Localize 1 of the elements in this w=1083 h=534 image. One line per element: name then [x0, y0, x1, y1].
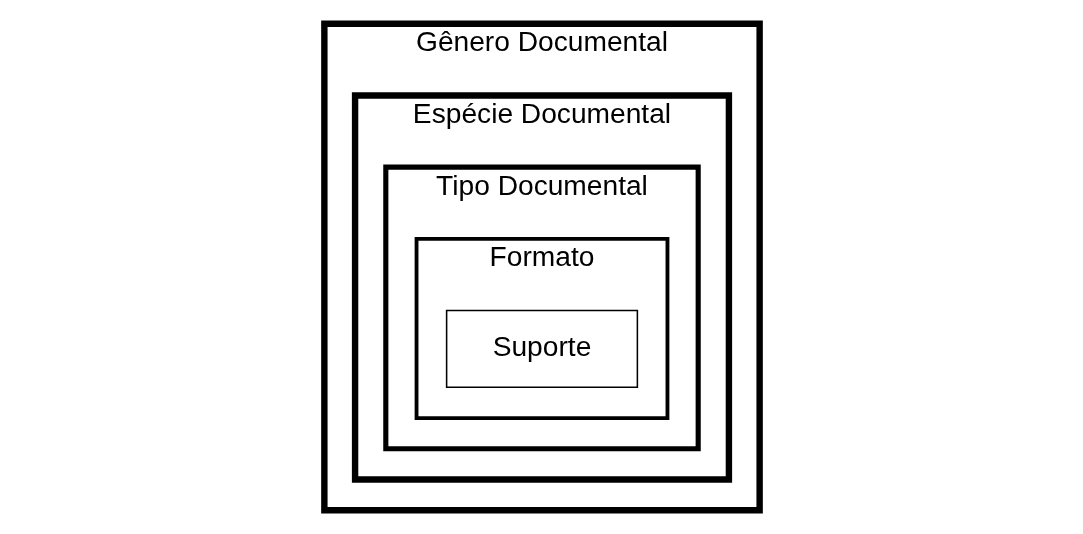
node-box: Suporte: [445, 309, 638, 389]
